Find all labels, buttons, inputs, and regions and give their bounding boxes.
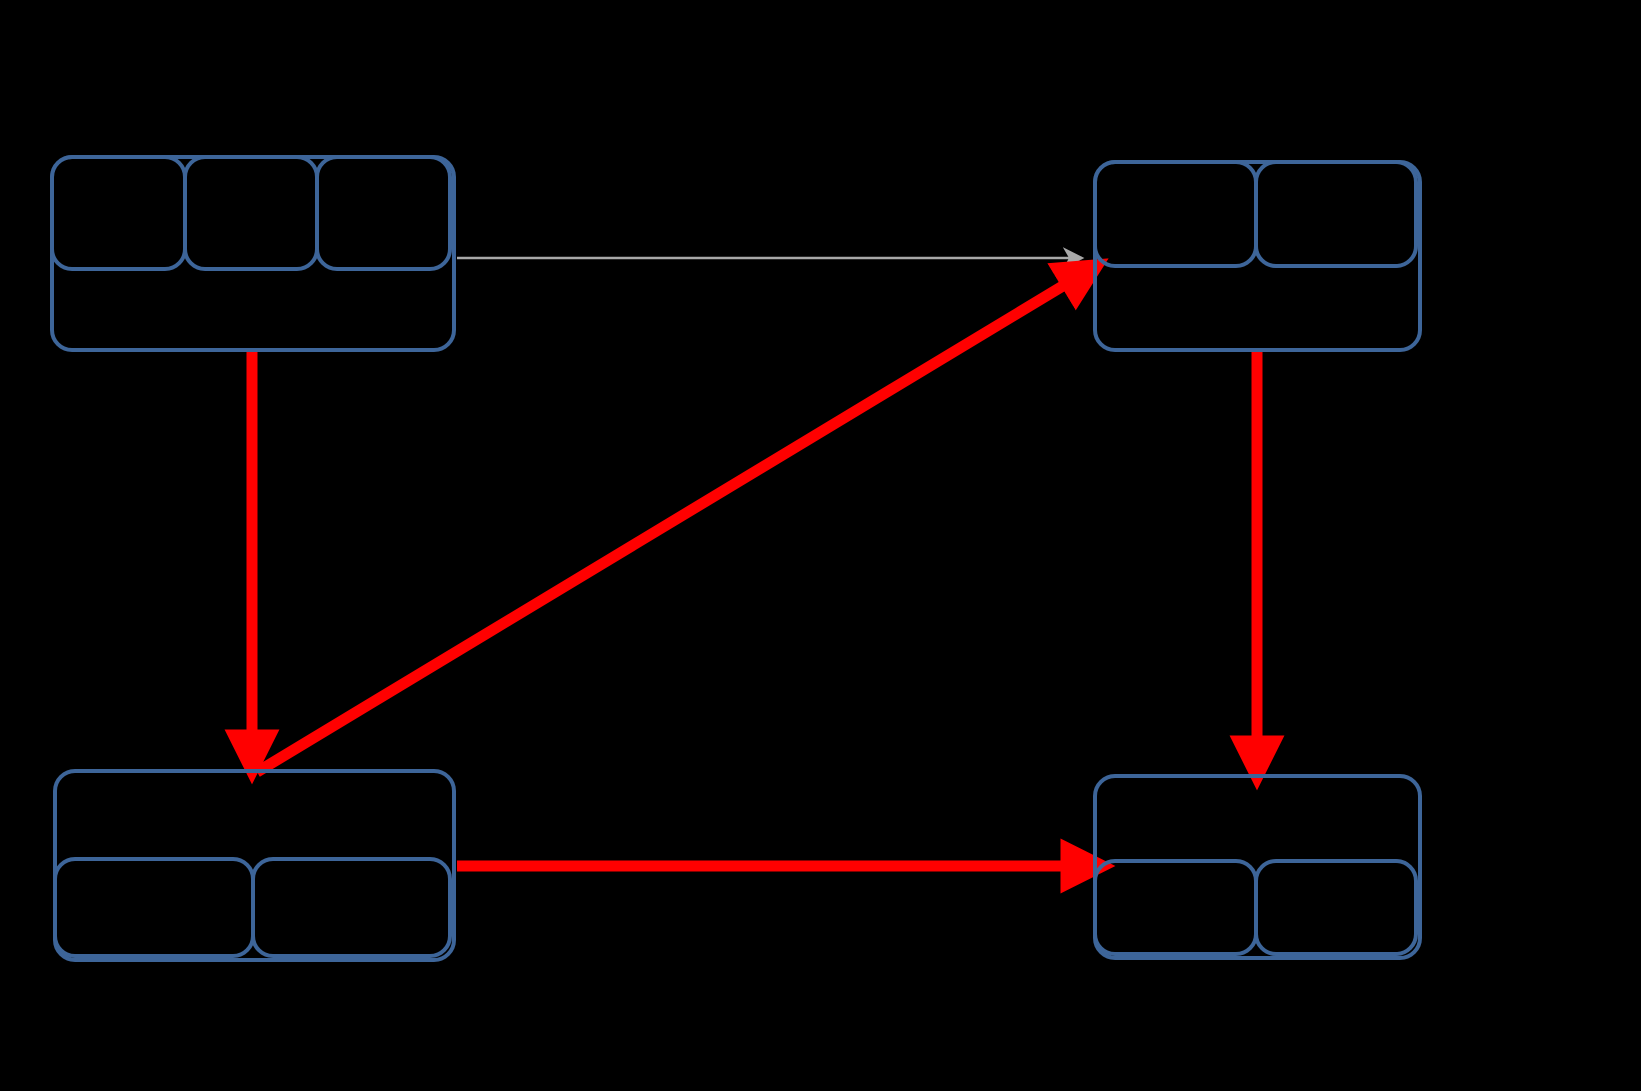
node-top-left-cell-0-1[interactable]: [182, 155, 320, 271]
node-bottom-right-cell-0-0[interactable]: [1097, 778, 1418, 863]
node-bottom-right-row-0: [1097, 778, 1418, 863]
node-top-left[interactable]: [50, 155, 456, 352]
node-bottom-left[interactable]: [53, 769, 456, 962]
node-bottom-left-cell-1-1[interactable]: [250, 857, 452, 958]
node-bottom-left-cell-1-0[interactable]: [53, 857, 255, 958]
node-top-left-cell-0-2[interactable]: [315, 155, 453, 271]
node-top-right-row-0: [1093, 160, 1418, 268]
node-top-left-row-1: [54, 271, 452, 348]
node-top-right[interactable]: [1093, 160, 1422, 352]
node-top-right-cell-1-0[interactable]: [1097, 268, 1418, 348]
node-top-right-cell-0-1[interactable]: [1253, 160, 1418, 268]
node-top-left-cell-0-0[interactable]: [50, 155, 187, 271]
node-top-right-row-1: [1097, 268, 1418, 348]
node-bottom-right-row-1: [1093, 859, 1418, 956]
node-top-left-row-0: [50, 155, 453, 271]
node-bottom-right-cell-1-1[interactable]: [1253, 859, 1418, 956]
node-bottom-left-row-0: [57, 773, 452, 861]
node-bottom-left-row-1: [53, 857, 452, 958]
node-bottom-right[interactable]: [1093, 774, 1422, 960]
node-top-right-cell-0-0[interactable]: [1093, 160, 1258, 268]
node-top-left-cell-1-0[interactable]: [54, 271, 452, 348]
node-bottom-right-cell-1-0[interactable]: [1093, 859, 1258, 956]
node-bottom-left-cell-0-0[interactable]: [57, 773, 452, 861]
